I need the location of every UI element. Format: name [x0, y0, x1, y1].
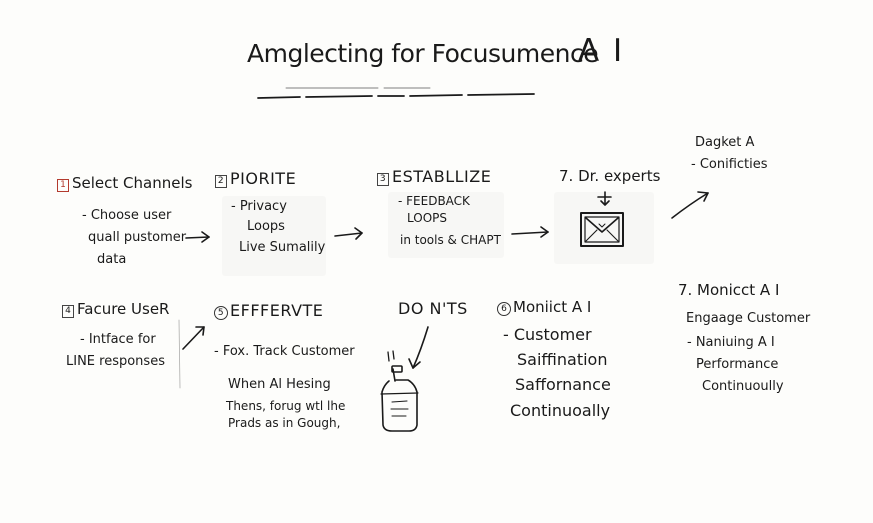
envelope-icon [580, 191, 624, 247]
step-6-line-2: Saiffination [517, 350, 608, 369]
donts-heading: DO N'TS [398, 299, 468, 318]
step-7-line-1: Engaage Customer [686, 311, 811, 326]
step-2-card [222, 196, 326, 276]
step-5-number: 5 [214, 306, 228, 320]
step-5-line-2: When Al Hesing [228, 377, 331, 392]
step-4-line-2: LINE responses [66, 354, 165, 369]
step-7-line-3: Performance [696, 357, 779, 372]
step-3-number: 3 [377, 173, 389, 186]
step-6-heading-text: Moniict A I [513, 298, 592, 316]
step-3-line-1: - FEEDBACK [398, 194, 470, 208]
experts-number: 7. [559, 167, 574, 185]
step-2-line-1: - Privacy [231, 199, 287, 214]
step-5-frame-line [178, 319, 181, 389]
step-7-heading: Monicct A I [697, 281, 780, 299]
step-7-line-2: - Naniuing A I [687, 335, 775, 350]
step-4-line-1: - Intface for [80, 332, 156, 347]
step-4-heading-text: Facure UseR [77, 300, 170, 318]
step-3-card [388, 192, 504, 258]
experts-heading-text: Dr. experts [578, 167, 661, 185]
step-2-heading-text: PIORITE [230, 169, 297, 188]
dagket-line-1: - Conificties [691, 157, 768, 172]
experts-heading: 7. Dr. experts [559, 167, 661, 185]
step-1-line-2: quall pustomer [88, 230, 187, 245]
step-5-line-4: Prads as in Gough, [228, 416, 341, 430]
step-2-line-2: Loops [247, 219, 285, 234]
step-6-line-4: Continuoally [510, 401, 611, 420]
step-6-number: 6 [497, 302, 511, 316]
step-7-line-4: Continuoully [702, 379, 784, 394]
page-title-suffix: A I [578, 33, 625, 69]
step-1-number: 1 [57, 179, 69, 192]
step-2-line-3: Live Sumalily [239, 240, 326, 255]
page-title: Amglecting for Focusumence [247, 39, 599, 68]
arrow-donts-to-jar [408, 326, 429, 369]
step-3-heading-text: ESTABLLIZE [392, 167, 492, 186]
step-1-line-1: - Choose user [82, 208, 172, 223]
dagket-heading: Dagket A [695, 135, 755, 150]
step-4-number: 4 [62, 305, 74, 318]
step-6-line-3: Saffornance [515, 375, 611, 394]
step-5-heading-text: EFFFERVTE [230, 301, 324, 320]
step-1-line-3: data [97, 252, 127, 267]
arrow-1-to-2 [185, 231, 210, 243]
step-3-line-2: LOOPS [407, 211, 448, 225]
step-2-number: 2 [215, 175, 227, 188]
arrow-to-dagket [671, 191, 709, 219]
step-3-line-3: in tools & CHAPT [400, 233, 501, 247]
arrow-4-to-5 [182, 326, 205, 350]
title-underline [257, 93, 535, 99]
arrow-3-to-4 [511, 226, 549, 238]
step-7-number: 7. [678, 281, 693, 299]
step-5-line-3: Thens, forug wtl lhe [226, 399, 346, 413]
arrow-2-to-3 [334, 227, 363, 240]
step-6-line-1: - Customer [503, 325, 592, 344]
step-5-line-1: - Fox. Track Customer [214, 344, 355, 359]
jar-icon [380, 350, 419, 432]
step-1-heading-text: Select Channels [72, 174, 193, 192]
